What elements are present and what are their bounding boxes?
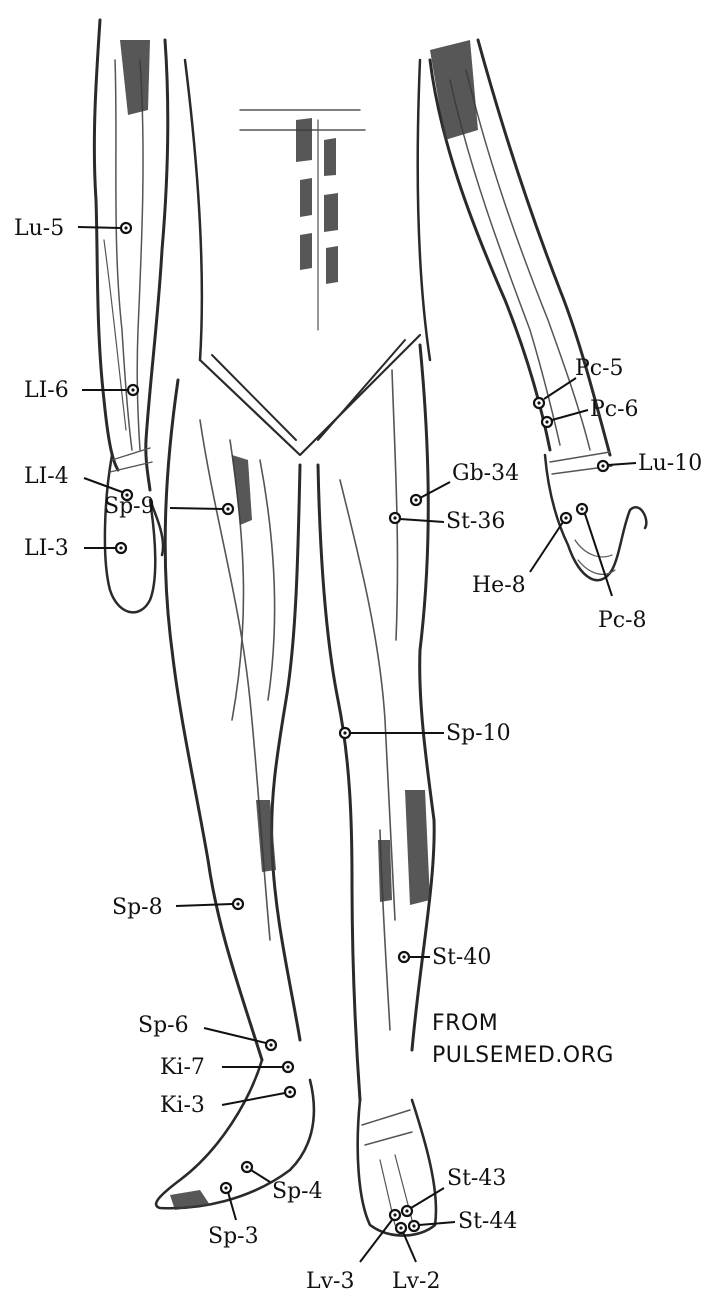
acupoint-label: Pc-6	[590, 397, 639, 422]
left-arm-drawing	[94, 20, 167, 612]
acupoint-label: St-36	[446, 509, 505, 534]
acupoint-lu5: Lu-5	[14, 216, 131, 241]
acupoint-label: St-44	[458, 1209, 517, 1234]
watermark-line-2: PULSEMED.ORG	[432, 1043, 614, 1068]
acupoint-label: Gb-34	[452, 461, 519, 486]
acupoint-ki3: Ki-3	[160, 1087, 295, 1118]
right-arm-drawing	[430, 40, 646, 580]
acupoint-label: St-43	[447, 1166, 506, 1191]
acupoint-sp8: Sp-8	[112, 895, 243, 920]
acupoint-label: Sp-8	[112, 895, 163, 920]
acupoint-lv3: Lv-3	[306, 1210, 400, 1294]
acupoint-label: LI-3	[24, 536, 69, 561]
acupoint-label: Pc-8	[598, 608, 647, 633]
acupoint-label: Lv-2	[392, 1269, 440, 1294]
acupoint-st40: St-40	[399, 945, 491, 970]
acupoint-label: Lu-10	[638, 451, 702, 476]
acupoint-label: Ki-3	[160, 1093, 205, 1118]
acupoint-label: LI-6	[24, 378, 69, 403]
acupoint-sp6: Sp-6	[138, 1013, 276, 1050]
acupoint-label: Sp-10	[446, 721, 511, 746]
watermark-line-1: FROM	[432, 1011, 498, 1036]
acupoint-sp4: Sp-4	[242, 1162, 323, 1204]
acupoint-label: St-40	[432, 945, 491, 970]
acupoint-ki7: Ki-7	[160, 1055, 293, 1080]
acupoint-label: LI-4	[24, 464, 69, 489]
acupoint-label: He-8	[472, 573, 526, 598]
source-watermark: FROM PULSEMED.ORG	[432, 1011, 614, 1068]
acupoint-label: Lu-5	[14, 216, 64, 241]
acupoint-label: Sp-6	[138, 1013, 189, 1038]
acupoint-label: Sp-9	[104, 494, 155, 519]
acupoint-label: Ki-7	[160, 1055, 205, 1080]
acupoint-lu10: Lu-10	[598, 451, 702, 476]
acupoint-li3: LI-3	[24, 536, 126, 561]
acupoint-pc6: Pc-6	[542, 397, 639, 427]
acupoint-label: Lv-3	[306, 1269, 354, 1294]
acupoint-label: Sp-4	[272, 1179, 323, 1204]
acupoint-label: Pc-5	[575, 356, 624, 381]
acupoint-st36: St-36	[390, 509, 505, 534]
acupoint-label: Sp-3	[208, 1224, 259, 1249]
